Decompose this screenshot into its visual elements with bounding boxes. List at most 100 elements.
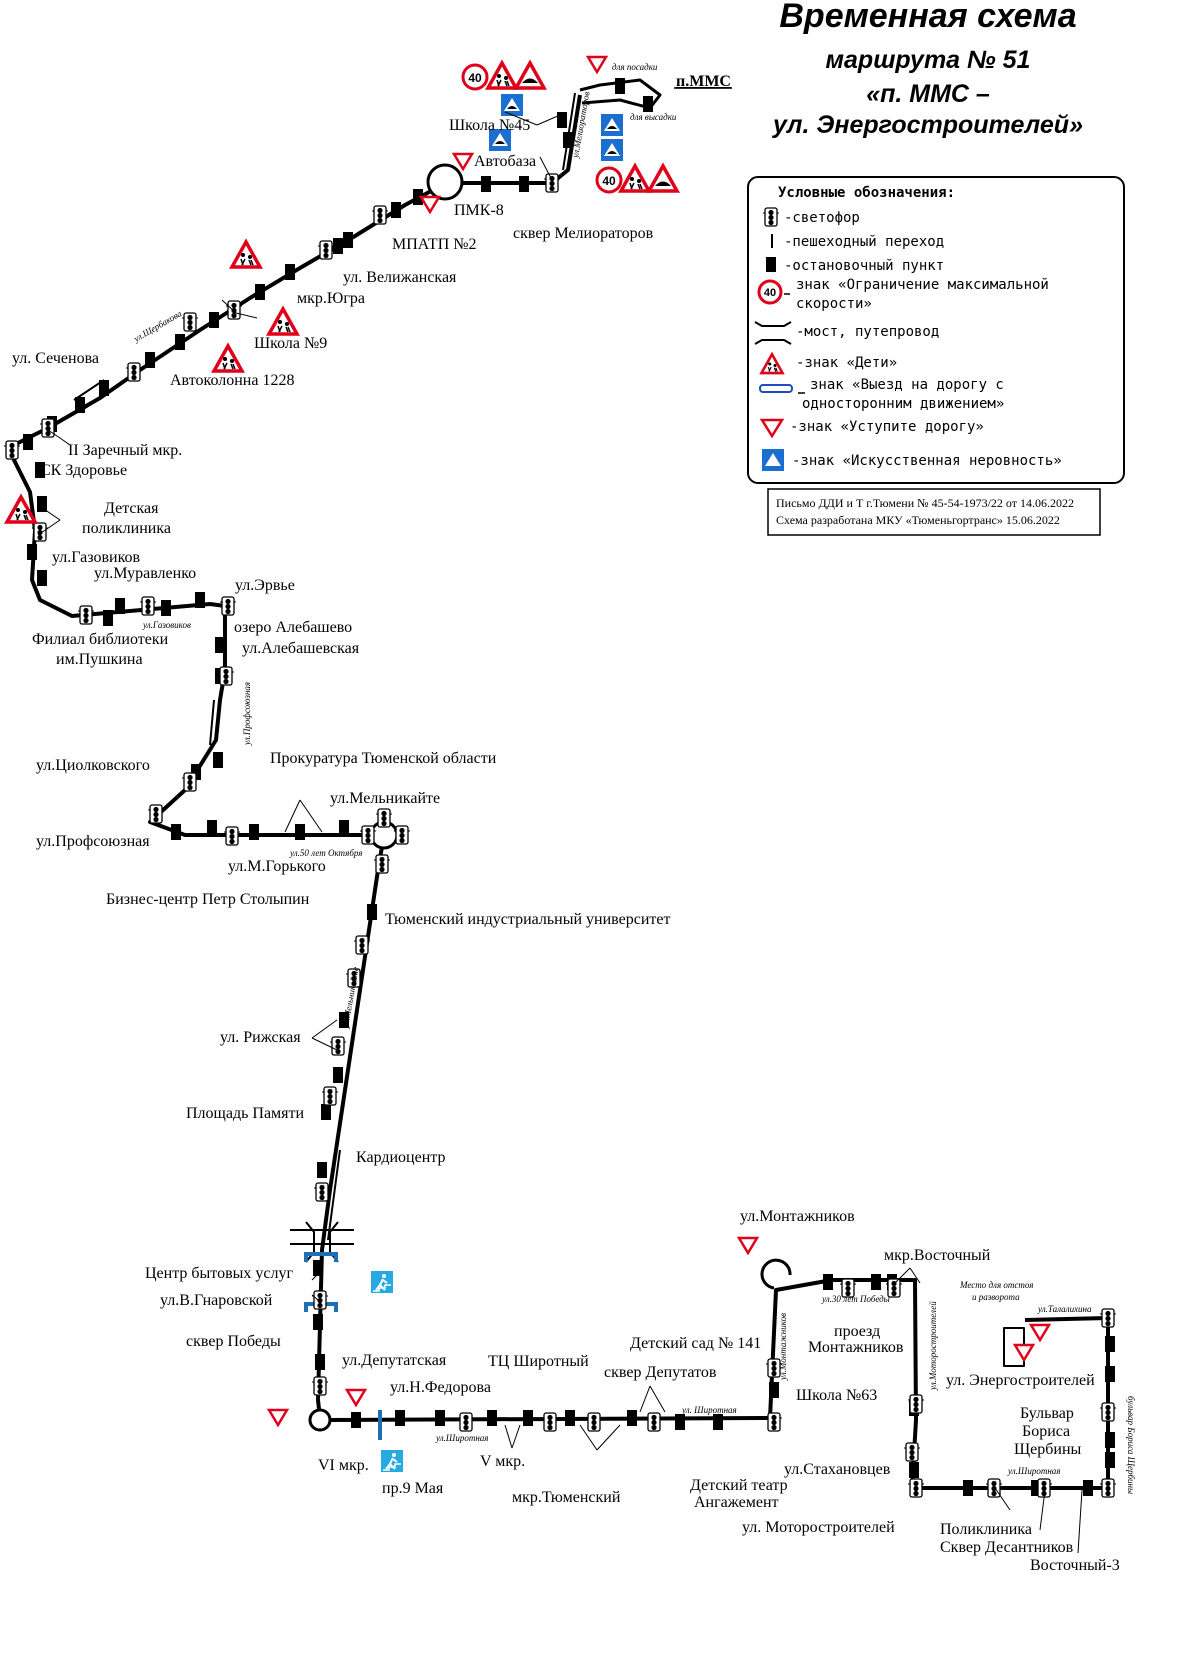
stop-marker [315,1354,325,1370]
label-skver-pobedy: сквер Победы [186,1333,281,1350]
legend-crosswalk: -пешеходный переход [784,234,944,250]
traffic-light-icon [181,312,199,332]
stop-marker [27,544,37,560]
traffic-light-icon [223,826,241,846]
stop-marker [1105,1366,1115,1382]
label-sk-zdorovie: СК Здоровье [40,462,127,479]
traffic-light-icon [762,207,780,227]
label-school45: Школа №45 [449,117,530,134]
stop-labels: п.ММС Школа №45 Автобаза ПМК-8 сквер Мел… [12,73,1120,1574]
pedestrian-crossing-sign [380,1449,404,1473]
speed-limit-icon: 40 [757,279,783,305]
label-bulvar-b: Бориса [1022,1423,1070,1440]
stop-markers [23,78,1115,1496]
label-ploshad-pamyati: Площадь Памяти [186,1105,305,1122]
traffic-light-icon [329,1036,347,1056]
children-sign [619,164,651,193]
stop-marker [615,78,625,94]
stop-marker [413,189,423,205]
label-motorostroiteley: ул. Моторостроителей [742,1519,895,1536]
stop-marker [175,334,185,350]
label-deputatskaya: ул.Депутатская [342,1352,447,1369]
street-profsoyuznaya: ул.Профсоюзная [242,682,252,746]
street-borisa-sherbiny: бульвар Бориса Щербины [1126,1396,1136,1494]
traffic-light-icon [541,1412,559,1432]
title-line-4: ул. Энергостроителей» [771,111,1083,139]
label-stahanovcev: ул.Стахановцев [784,1461,891,1478]
label-skver-melior: сквер Мелиораторов [513,225,654,242]
stop-marker [713,1414,723,1430]
stop-marker [313,1260,323,1276]
traffic-light-icon [353,935,371,955]
stop-marker [339,1012,349,1028]
label-gnarovskoy: ул.В.Гнаровской [160,1292,273,1309]
yield-sign [419,195,441,214]
stop-marker [145,352,155,368]
map-title: Временная схема маршрута № 51 «п. ММС – … [771,0,1083,139]
stop-marker [333,1067,343,1083]
label-pmk8: ПМК-8 [454,202,504,219]
legend-children: -знак «Дети» [796,355,897,371]
traffic-light-icon [371,205,389,225]
stop-marker [215,637,225,653]
stop-marker [519,176,529,192]
label-biblioteka-b: им.Пушкина [56,651,143,668]
speed-limit-sign [595,166,623,194]
label-sechenova: ул. Сеченова [12,350,99,367]
stop-marker [871,1274,881,1290]
yield-icon [759,418,785,439]
stop-marker [343,232,353,248]
stop-marker [171,824,181,840]
traffic-light-icon [139,596,157,616]
label-proezd-montazh-b: Монтажников [808,1339,904,1356]
label-vi-mkr: VI мкр. [318,1457,369,1474]
bump-warning-sign [647,164,679,193]
yield-sign [586,55,608,74]
street-mesto-b: и разворота [972,1292,1020,1302]
legend-traffic-light: -светофор [784,210,860,226]
traffic-light-icon [77,605,95,625]
stop-marker [37,496,47,512]
legend-heading: Условные обозначения: [778,185,955,201]
label-energostroiteley: ул. Энергостроителей [946,1372,1095,1389]
legend-speed-b: скорости» [796,296,872,312]
stop-marker [675,1414,685,1430]
traffic-light-icon [1099,1402,1117,1422]
note-box: Письмо ДДИ и Т г.Тюмени № 45-54-1973/22 … [767,488,1101,536]
traffic-light-icon [903,1442,921,1462]
stop-marker [339,820,349,836]
label-bulvar-a: Бульвар [1020,1405,1074,1422]
note-line-1: Письмо ДДИ и Т г.Тюмени № 45-54-1973/22 … [776,496,1074,510]
bump-warning-sign [514,61,546,90]
street-50let: ул.50 лет Октября [289,848,362,858]
stop-marker [213,752,223,768]
street-dlya-posadki: для посадки [612,62,658,72]
label-kardiocentr: Кардиоцентр [356,1149,445,1166]
stop-marker [351,1412,361,1428]
label-alebashevo: озеро Алебашево [234,619,352,636]
pedestrian-crossing-sign [370,1270,394,1294]
traffic-light-icon [3,440,21,460]
label-zarechny2: II Заречный мкр. [68,442,182,459]
stop-marker [769,1382,779,1398]
stop-marker [963,1480,973,1496]
legend-bridge: -мост, путепровод [796,324,939,340]
yield-sign [345,1388,367,1407]
label-montazhnikov: ул.Монтажников [740,1208,855,1225]
label-stolypin: Бизнес-центр Петр Столыпин [106,891,310,908]
children-sign [230,240,262,269]
label-velizhanskaya: ул. Велижанская [343,269,457,286]
traffic-light-icon [1099,1308,1117,1328]
label-cbu: Центр бытовых услуг [145,1265,293,1282]
stop-marker [333,238,343,254]
label-gorkogo: ул.М.Горького [228,858,326,875]
label-melnikaite: ул.Мельникайте [330,790,440,807]
label-tyumensky: мкр.Тюменский [512,1489,621,1506]
stop-marker [1031,1480,1041,1496]
stop-marker [37,570,47,586]
yield-sign [452,152,474,171]
traffic-light-icon [393,825,411,845]
yield-sign [267,1408,289,1427]
legend-oneway-a: знак «Выезд на дорогу с [810,377,1004,393]
stop-marker [191,764,201,780]
